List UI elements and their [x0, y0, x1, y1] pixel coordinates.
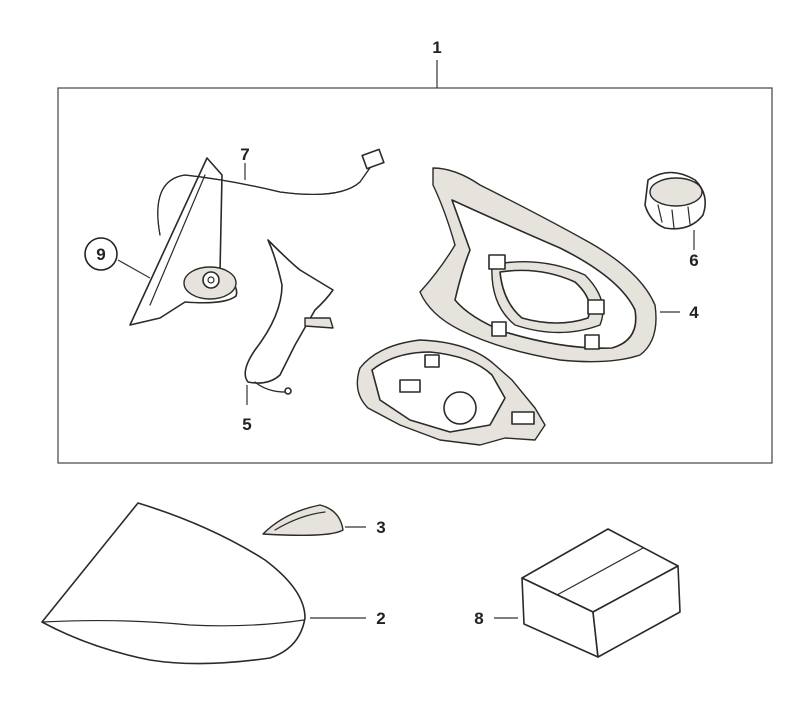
callout-9-circle — [84, 237, 118, 271]
part-3-cover-cap[interactable] — [262, 504, 344, 537]
callout-9[interactable]: 9 — [96, 245, 105, 264]
part-9-mirror-base[interactable] — [129, 157, 238, 326]
part-4-housing-frame[interactable] — [419, 167, 657, 363]
callout-8[interactable]: 8 — [474, 609, 483, 628]
part-7-cable[interactable] — [157, 148, 385, 236]
part-5-trim[interactable] — [244, 239, 334, 395]
callout-5[interactable]: 5 — [242, 415, 251, 434]
assembly-frame — [57, 87, 773, 464]
part-2-mirror-cap[interactable] — [41, 502, 306, 665]
callout-4[interactable]: 4 — [689, 303, 699, 322]
callout-1[interactable]: 1 — [432, 38, 441, 57]
callout-6[interactable]: 6 — [689, 251, 698, 270]
part-8-kit-box[interactable] — [521, 528, 681, 658]
part-6-motor[interactable] — [644, 171, 706, 230]
callout-3[interactable]: 3 — [376, 518, 385, 537]
callout-2[interactable]: 2 — [376, 609, 385, 628]
mirror-base-plate — [356, 339, 546, 446]
callout-7[interactable]: 7 — [240, 145, 249, 164]
